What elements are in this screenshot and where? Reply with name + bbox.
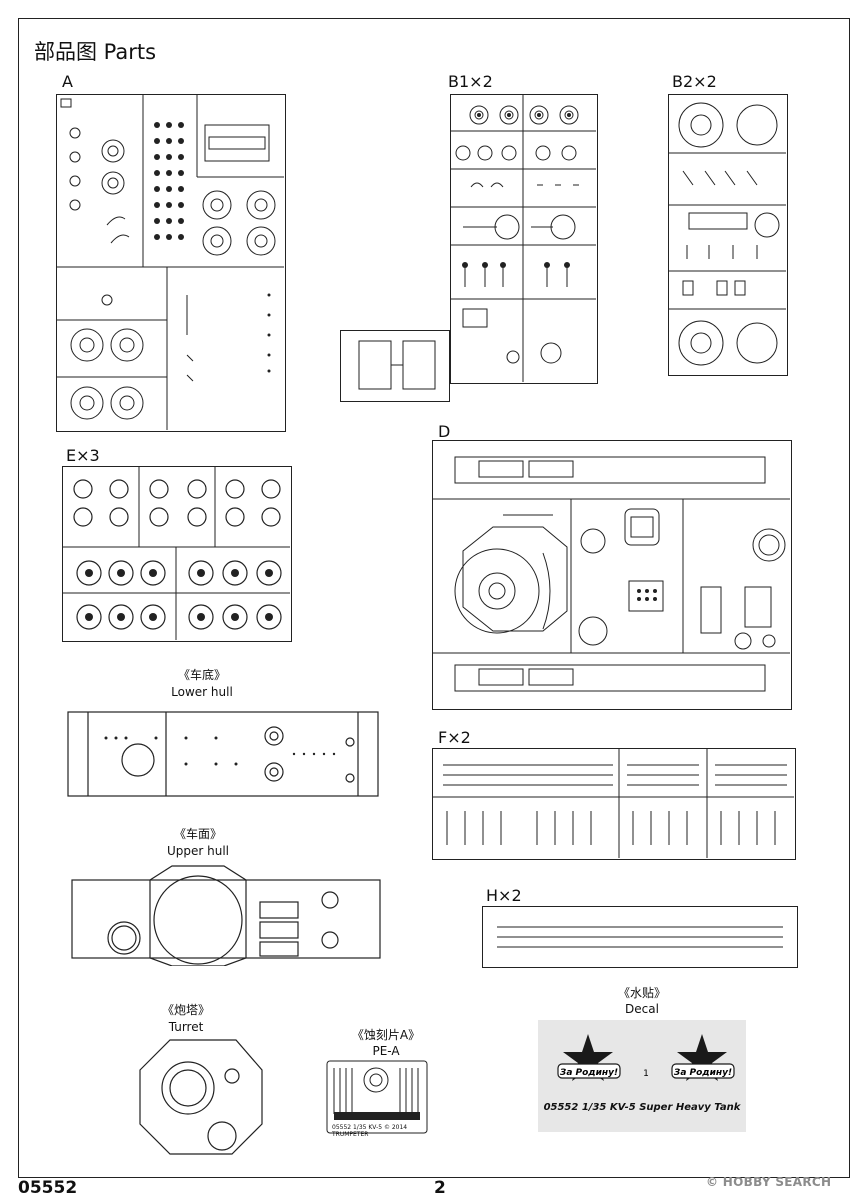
sprue-d-parts-drawing (433, 456, 790, 692)
sprue-h-parts-drawing (497, 926, 783, 948)
page-number: 2 (434, 1178, 446, 1198)
decal-sheet: За Родину! За Родину! 1 05552 1/35 KV-5 … (538, 1020, 746, 1132)
sprue-h (482, 906, 798, 968)
sprue-a (56, 94, 286, 432)
sprue-b1-hull-drawing (358, 340, 436, 390)
pe-a-cn-label: 《蚀刻片A》 (351, 1028, 421, 1042)
sprue-b1 (450, 94, 598, 384)
turret-cn-label: 《炮塔》 (161, 1003, 210, 1017)
sprue-d (432, 440, 792, 710)
sprue-b1-label: B1×2 (448, 72, 493, 91)
sprue-b1-parts-drawing (451, 95, 596, 382)
turret-label: Turret (168, 1020, 204, 1034)
upper-hull-cn-label: 《车面》 (173, 827, 222, 841)
sprue-h-label: H×2 (486, 886, 522, 905)
decal-index: 1 (643, 1069, 649, 1079)
decal-slogan-2: За Родину! (674, 1068, 732, 1078)
sprue-e-parts-drawing (63, 467, 290, 640)
lower-hull-label: Lower hull (171, 685, 233, 699)
lower-hull-cn-label: 《车底》 (177, 668, 226, 682)
page-title: 部品图 Parts (34, 40, 157, 64)
lower-hull-drawing (66, 708, 382, 800)
manual-code: 05552 (18, 1178, 78, 1198)
decal-caption: 05552 1/35 KV-5 Super Heavy Tank (543, 1102, 741, 1113)
sprue-b2-parts-drawing (669, 102, 786, 366)
decal-slogan-1: За Родину! (560, 1068, 618, 1078)
sprue-b2 (668, 94, 788, 376)
pe-a-drawing: 05552 1/35 KV-5 © 2014 TRUMPETER (326, 1060, 430, 1138)
sprue-a-label: A (62, 72, 73, 91)
decal-cn-label: 《水贴》 (617, 986, 666, 1000)
pe-a-label: PE-A (372, 1044, 400, 1058)
sprue-f-parts-drawing (433, 749, 794, 858)
page-frame (18, 18, 850, 1178)
sprue-b1-hull-part (340, 330, 450, 402)
upper-hull-drawing (68, 862, 386, 966)
sprue-e-label: E×3 (66, 446, 100, 465)
decal-label: Decal (625, 1002, 659, 1016)
sprue-f-label: F×2 (438, 728, 471, 747)
sprue-b2-label: B2×2 (672, 72, 717, 91)
pe-a-caption: 05552 1/35 KV-5 © 2014 TRUMPETER (332, 1124, 408, 1138)
decal-stars-artwork: За Родину! За Родину! 1 (557, 1034, 735, 1081)
turret-drawing (136, 1036, 266, 1158)
sprue-a-parts-drawing (57, 95, 284, 430)
sprue-e (62, 466, 292, 642)
upper-hull-label: Upper hull (166, 844, 230, 858)
watermark: © HOBBY SEARCH (706, 1175, 832, 1189)
sprue-d-label: D (438, 422, 451, 441)
sprue-f (432, 748, 796, 860)
